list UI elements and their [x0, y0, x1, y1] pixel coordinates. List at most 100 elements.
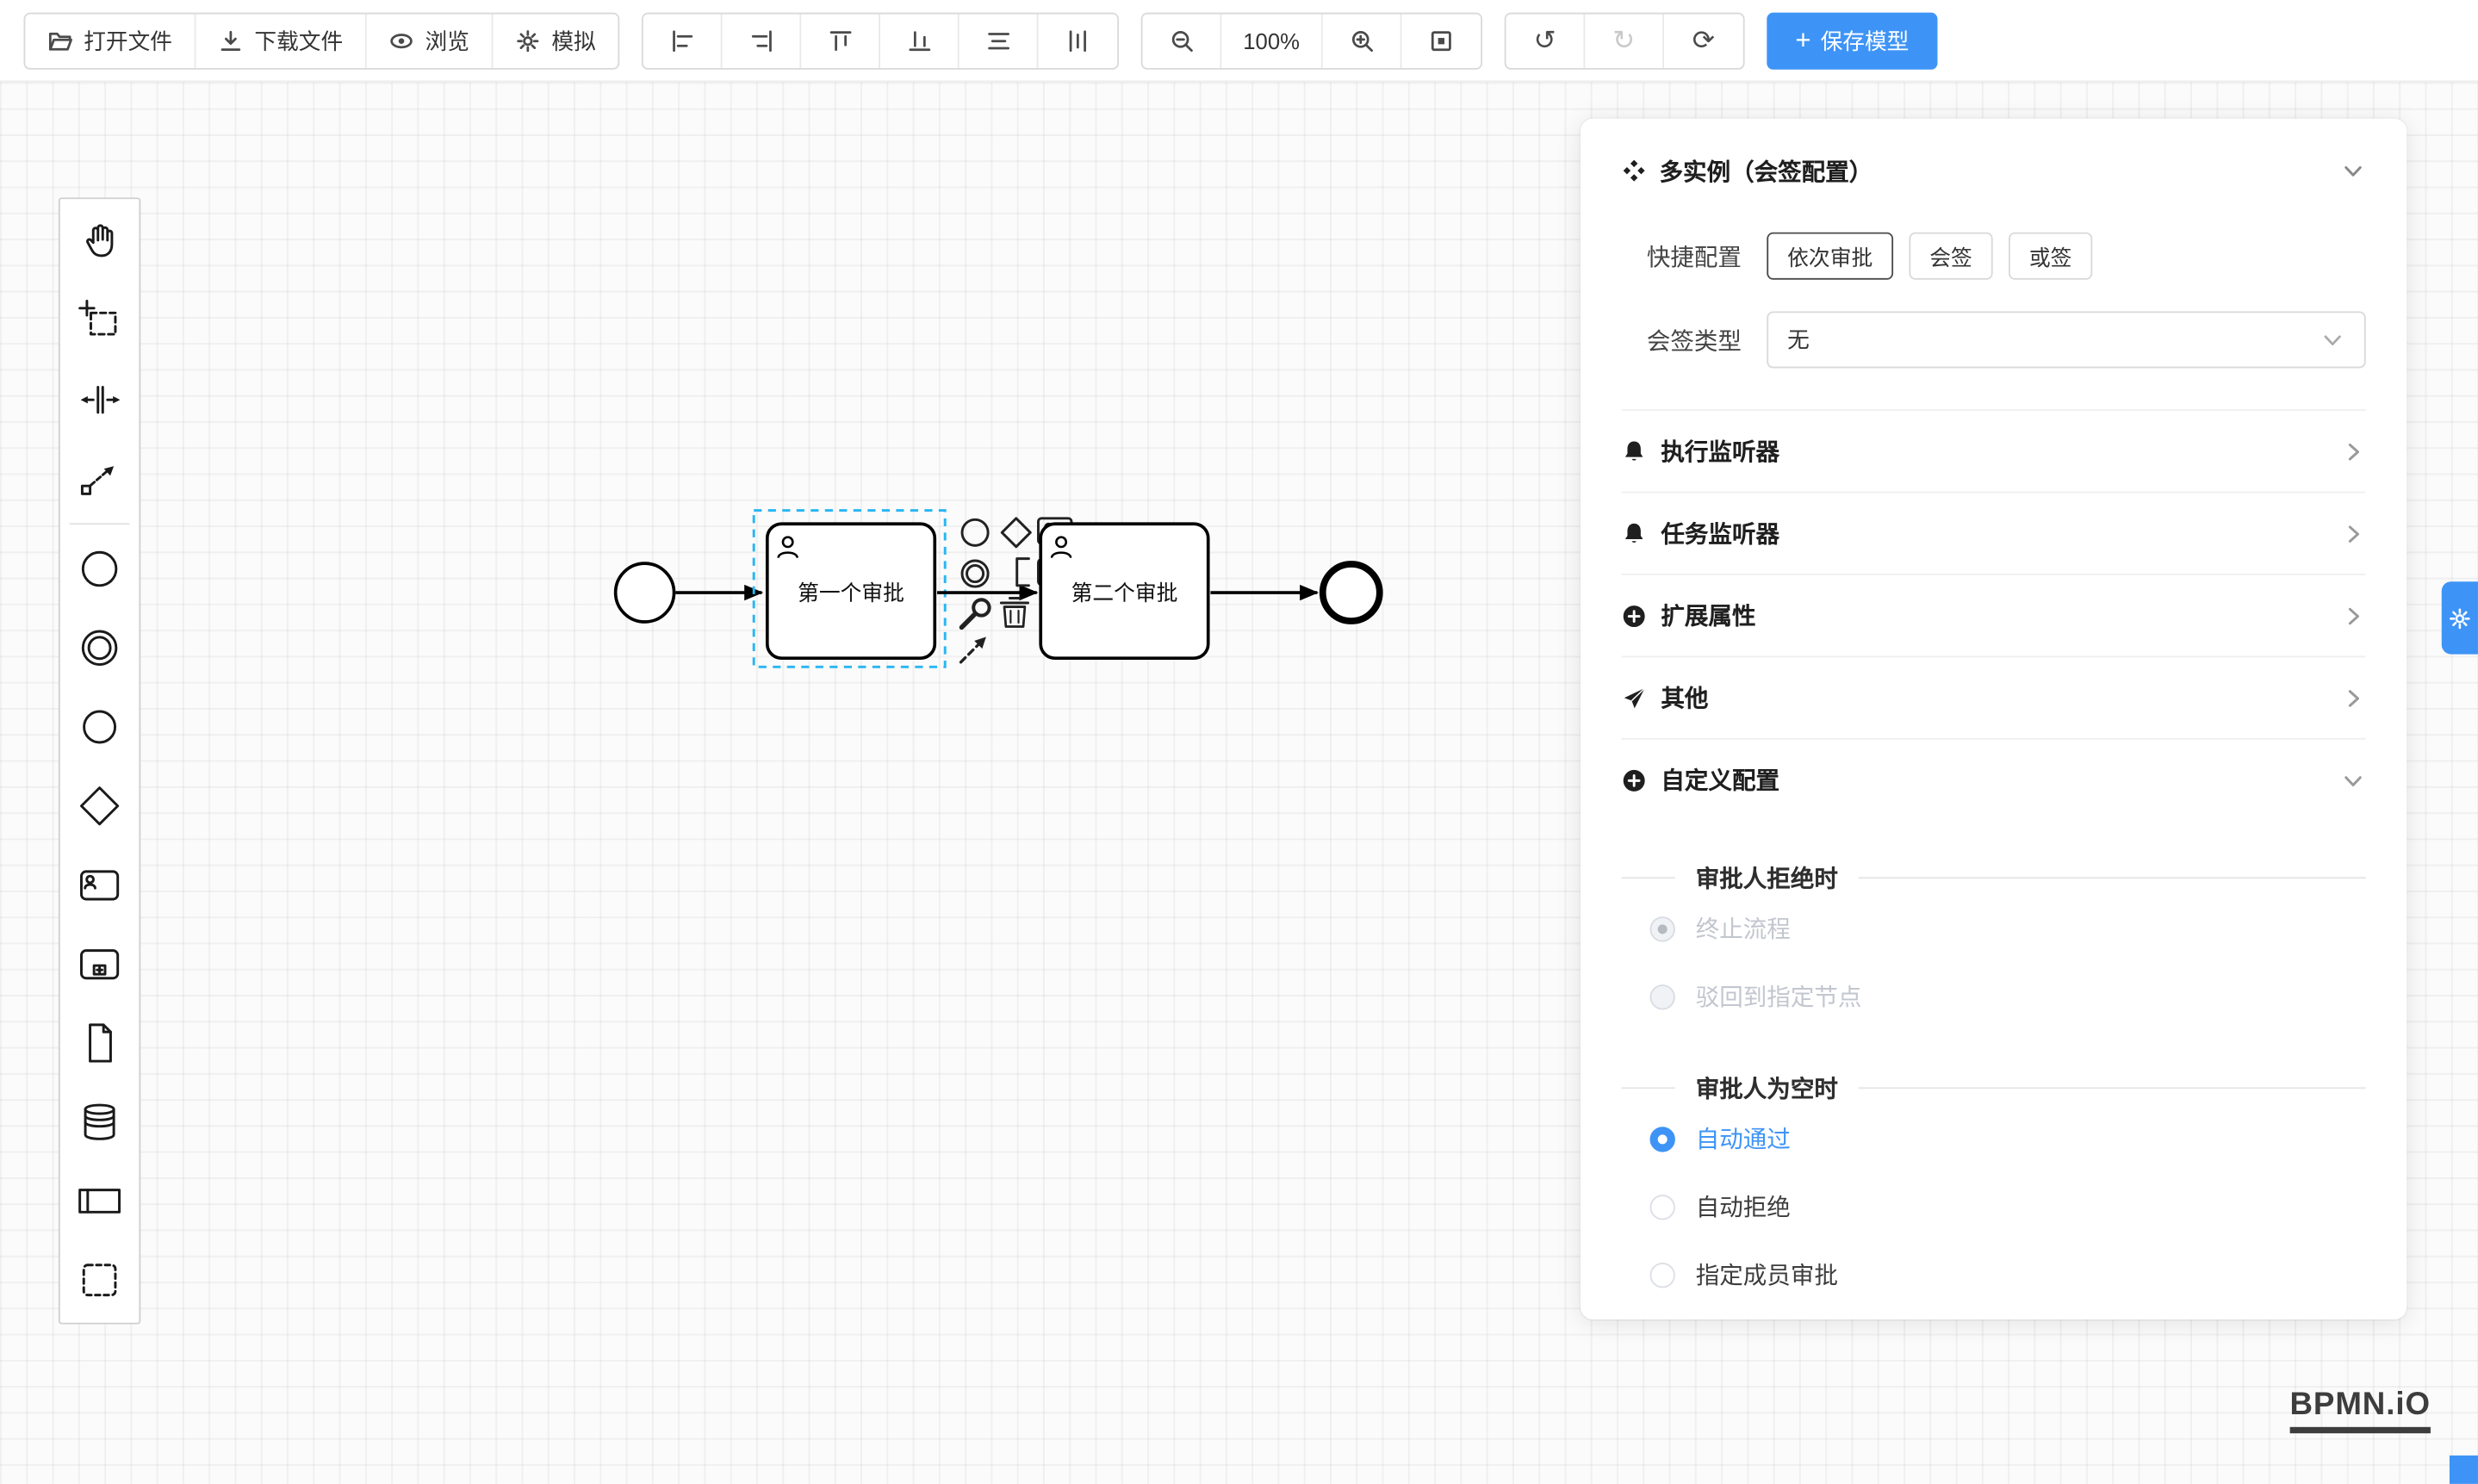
chevron-down-icon: [2344, 775, 2362, 786]
zoom-button-group: 100%: [1140, 11, 1483, 69]
chevron-down-icon: [2324, 335, 2341, 345]
download-file-label: 下载文件: [254, 28, 344, 53]
radio-auto-reject[interactable]: 自动拒绝: [1622, 1172, 2366, 1240]
radio-label: 指定成员审批: [1695, 1263, 1838, 1290]
simulate-button[interactable]: 模拟: [493, 13, 618, 67]
plus-icon: +: [1795, 25, 1811, 56]
end-event[interactable]: [1319, 561, 1383, 624]
hand-tool[interactable]: [60, 202, 140, 282]
eye-icon: [390, 33, 413, 48]
section-task-listener[interactable]: 任务监听器: [1621, 491, 2366, 574]
radio-icon: [1649, 1126, 1675, 1152]
lasso-tool[interactable]: [60, 282, 140, 361]
create-participant[interactable]: [60, 1162, 140, 1241]
global-connect-tool[interactable]: [60, 439, 140, 518]
open-file-button[interactable]: 打开文件: [25, 13, 196, 67]
create-user-task[interactable]: [60, 846, 140, 925]
multi-instance-header[interactable]: 多实例（会签配置）: [1622, 134, 2366, 207]
align-bottom-button[interactable]: [879, 13, 960, 67]
section-custom-config[interactable]: 自定义配置: [1621, 737, 2366, 820]
radio-assign-member[interactable]: 指定成员审批: [1622, 1240, 2366, 1308]
radio-icon: [1649, 916, 1675, 941]
settings-tab[interactable]: [2441, 581, 2478, 655]
fit-viewport-button[interactable]: [1401, 13, 1481, 67]
start-event[interactable]: [613, 562, 676, 624]
align-right-icon: [750, 29, 771, 52]
sign-type-select[interactable]: 无: [1767, 311, 2366, 369]
palette: [58, 197, 141, 1325]
append-intermediate-event-icon[interactable]: [960, 559, 990, 588]
sign-type-label: 会签类型: [1646, 327, 1742, 355]
align-right-button[interactable]: [722, 13, 802, 67]
user-task-2[interactable]: 第二个审批: [1039, 522, 1210, 661]
create-subprocess[interactable]: [60, 924, 140, 1003]
create-gateway[interactable]: [60, 767, 140, 846]
bell-icon: [1624, 522, 1643, 543]
undo-button[interactable]: ↺: [1506, 13, 1586, 67]
create-group[interactable]: [60, 1240, 140, 1319]
trash-icon[interactable]: [999, 597, 1030, 628]
bpmnio-logo[interactable]: BPMN.iO: [2289, 1388, 2431, 1434]
refresh-button[interactable]: ⟳: [1664, 13, 1743, 67]
preview-button[interactable]: 浏览: [366, 13, 494, 67]
gear-icon: [2450, 607, 2470, 629]
chevron-right-icon: [2348, 525, 2359, 542]
radio-return-to-node[interactable]: 驳回到指定节点: [1622, 962, 2366, 1030]
save-model-button[interactable]: + 保存模型: [1767, 11, 1938, 69]
distribute-horizontal-button[interactable]: [959, 13, 1039, 67]
section-label: 其他: [1661, 686, 1709, 713]
redo-icon: ↻: [1612, 25, 1636, 56]
create-start-event[interactable]: [60, 530, 140, 609]
save-model-label: 保存模型: [1820, 28, 1910, 53]
participant-pool-icon: [78, 1189, 121, 1214]
append-text-annotation-icon[interactable]: [1015, 557, 1030, 587]
radio-auto-pass[interactable]: 自动通过: [1622, 1105, 2366, 1173]
section-extended-properties[interactable]: 扩展属性: [1621, 574, 2366, 655]
section-label: 任务监听器: [1661, 521, 1780, 549]
create-data-object[interactable]: [60, 1003, 140, 1083]
user-icon: [777, 551, 798, 559]
properties-panel: 多实例（会签配置） 快捷配置 依次审批 会签 或签 会签类型 无 执行监听器: [1580, 118, 2407, 1320]
align-left-icon: [672, 29, 692, 52]
end-event-icon: [83, 710, 117, 744]
quick-option-countersign[interactable]: 会签: [1909, 232, 1993, 280]
connect-tool-icon[interactable]: [959, 636, 986, 664]
zoom-in-button[interactable]: [1322, 13, 1402, 67]
subprocess-icon: [80, 949, 120, 980]
align-button-group: [641, 11, 1120, 69]
distribute-vertical-icon: [1069, 29, 1086, 52]
reject-group-title-text: 审批人拒绝时: [1695, 866, 1838, 893]
bell-icon: [1624, 440, 1643, 460]
radio-terminate-process[interactable]: 终止流程: [1622, 894, 2366, 962]
gateway-icon: [80, 786, 120, 826]
user-icon: [1055, 536, 1068, 549]
distribute-horizontal-icon: [987, 32, 1009, 49]
align-top-button[interactable]: [801, 13, 880, 67]
radio-icon: [1649, 1194, 1675, 1220]
section-other[interactable]: 其他: [1621, 655, 2366, 737]
quick-option-orsign[interactable]: 或签: [2009, 232, 2093, 280]
corner-blue-badge: [2449, 1455, 2478, 1484]
append-event-icon[interactable]: [960, 518, 990, 547]
distribute-vertical-button[interactable]: [1038, 13, 1118, 67]
user-task-1[interactable]: 第一个审批: [765, 522, 937, 661]
radio-label: 自动拒绝: [1695, 1195, 1791, 1222]
redo-button[interactable]: ↻: [1585, 13, 1665, 67]
user-icon: [781, 536, 794, 549]
plus-circle-icon: [1623, 768, 1645, 791]
create-data-store[interactable]: [60, 1083, 140, 1162]
space-tool[interactable]: [60, 360, 140, 439]
download-file-button[interactable]: 下载文件: [196, 13, 367, 67]
quick-option-sequential[interactable]: 依次审批: [1767, 232, 1894, 280]
data-object-icon: [89, 1023, 112, 1063]
zoom-out-button[interactable]: [1142, 13, 1222, 67]
create-intermediate-event[interactable]: [60, 608, 140, 687]
create-end-event[interactable]: [60, 687, 140, 767]
gear-icon: [517, 29, 539, 52]
chevron-down-icon[interactable]: [2340, 158, 2365, 183]
radio-icon: [1649, 984, 1675, 1009]
wrench-icon[interactable]: [959, 598, 991, 630]
align-left-button[interactable]: [643, 13, 723, 67]
section-execution-listener[interactable]: 执行监听器: [1621, 409, 2366, 491]
append-gateway-icon[interactable]: [1000, 517, 1032, 549]
